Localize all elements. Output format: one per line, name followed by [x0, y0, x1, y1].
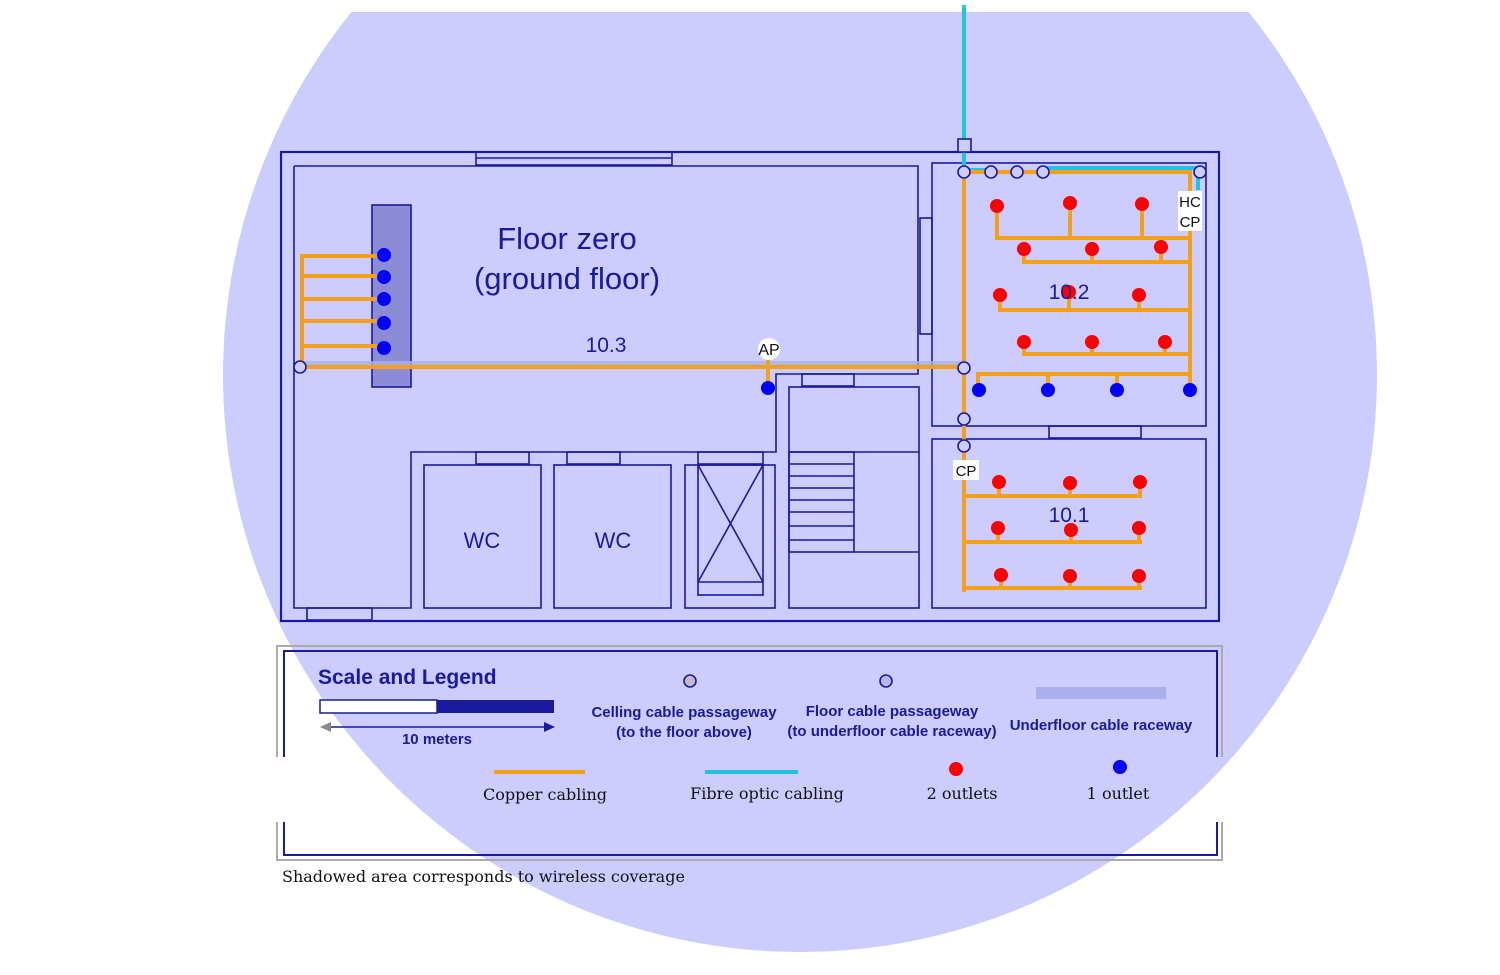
outlets-one [377, 248, 1197, 397]
legend-title: Scale and Legend [318, 666, 497, 689]
legend-ceiling-line2: (to the floor above) [616, 724, 752, 741]
legend-two-outlets: 2 outlets [927, 784, 998, 803]
coverage-footnote: Shadowed area corresponds to wireless co… [282, 867, 685, 886]
legend-one-outlet: 1 outlet [1087, 784, 1150, 803]
room-label-10-2: 10.2 [1049, 281, 1090, 304]
room-label-10-1: 10.1 [1049, 504, 1090, 527]
legend-floor-line1: Floor cable passageway [806, 703, 979, 720]
legend-floor-line2: (to underfloor cable raceway) [787, 723, 996, 740]
cp-label-upper: CP [1180, 214, 1201, 231]
access-point-label: AP [758, 342, 779, 359]
room-label-10-3: 10.3 [586, 334, 627, 357]
room-label-wc-left: WC [464, 528, 501, 553]
legend: Scale and Legend 10 meters Celling cable… [276, 645, 1223, 861]
outlets-two [990, 196, 1172, 583]
floor-title-line1: Floor zero [497, 221, 637, 256]
cable-passageways [293, 138, 1207, 453]
legend-fibre: Fibre optic cabling [690, 784, 844, 803]
room-label-wc-right: WC [595, 528, 632, 553]
floor-title-line2: (ground floor) [474, 261, 660, 296]
scale-label: 10 meters [402, 731, 472, 748]
access-point-marker: AP [758, 338, 780, 360]
hc-label: HC [1179, 194, 1201, 211]
legend-copper: Copper cabling [483, 785, 607, 804]
legend-ceiling-line1: Celling cable passageway [591, 704, 777, 721]
legend-raceway: Underfloor cable raceway [1010, 717, 1193, 734]
cp-label-lower: CP [956, 463, 977, 480]
